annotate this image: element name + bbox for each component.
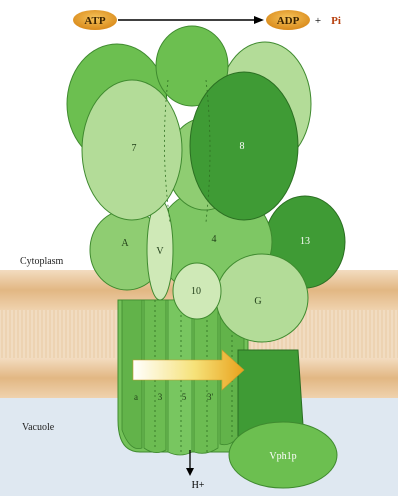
vacuole-label: Vacuole [22,422,55,433]
subunit-7-label: 7 [132,143,137,154]
subunit-10-label: 10 [191,286,201,297]
subunit-4-label: 4 [212,234,217,245]
subunit-a-label: a [134,392,138,402]
proton-label: H+ [192,480,205,491]
subunit-5-label: 5 [182,392,187,402]
phosphate-label: Pi [331,15,341,27]
subunit-3prime-label: 3' [207,392,214,402]
subunit-3-label: 3 [158,392,163,402]
adp-label: ADP [277,15,300,27]
vph1-label: Vph1p [269,451,296,462]
subunit-g-label: G [254,296,261,307]
subunit-13-label: 13 [300,236,310,247]
subunit-8-label: 8 [240,141,245,152]
cytoplasm-label: Cytoplasm [20,256,64,267]
subunit-v-label: V [156,246,164,257]
subunit-a-v1-label: A [121,238,129,249]
plus-sign: + [315,15,321,27]
atp-label: ATP [84,15,105,27]
subunit-g [216,254,308,342]
